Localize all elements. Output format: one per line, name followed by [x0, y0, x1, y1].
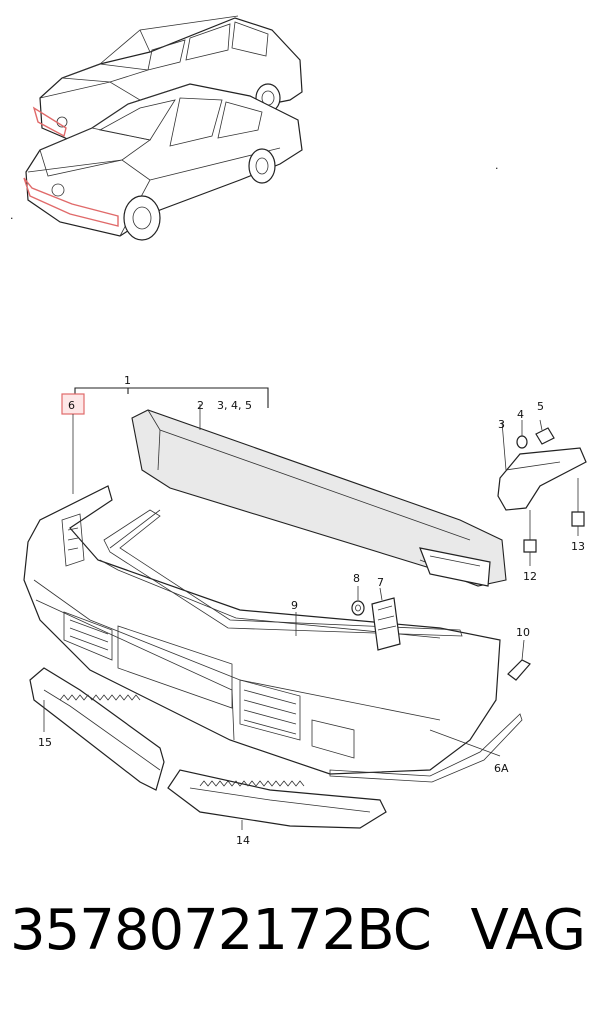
callout-15: 15	[38, 736, 52, 749]
screw-12: 12	[523, 510, 537, 583]
callout-9: 9	[291, 599, 298, 612]
guide-7: 7	[371, 576, 401, 651]
callout-bracket-1: 1 2 3, 4, 5	[74, 374, 269, 412]
callout-13: 13	[571, 540, 585, 553]
spoiler-14: 14	[167, 769, 387, 847]
callout-10: 10	[516, 626, 530, 639]
clip-10: 10	[507, 626, 531, 681]
callout-6-highlight: 6	[61, 393, 85, 494]
callout-8: 8	[353, 572, 360, 585]
callout-6: 6	[68, 399, 75, 412]
sedan-car	[23, 83, 303, 241]
screw-13: 13	[571, 478, 585, 553]
spoiler-15: 15	[29, 667, 165, 791]
bumper-bracket: 3	[497, 418, 587, 511]
seal-strip: 9	[103, 509, 463, 637]
brand-label: VAG	[470, 898, 586, 963]
callout-1: 1	[124, 374, 131, 387]
bumper-cover	[23, 485, 501, 775]
bumper-reinforcement	[131, 404, 507, 587]
svg-text:·: ·	[495, 162, 499, 175]
bolt-5: 5	[535, 400, 555, 445]
callout-2: 2	[197, 399, 204, 412]
callout-14: 14	[236, 834, 250, 847]
callout-6a: 6A	[494, 762, 509, 775]
washer-4: 4	[516, 408, 528, 449]
parts-diagram: · · 1 2 3, 4, 5 6 3 4 5	[10, 15, 587, 847]
callout-7: 7	[377, 576, 384, 589]
svg-text:·: ·	[10, 212, 14, 225]
callout-12: 12	[523, 570, 537, 583]
callout-4: 4	[517, 408, 524, 421]
part-number: 3578072172BC	[10, 898, 432, 963]
callout-3: 3	[498, 418, 505, 431]
vehicle-illustration: · ·	[10, 15, 499, 241]
callout-3-4-5: 3, 4, 5	[217, 399, 252, 412]
callout-5: 5	[537, 400, 544, 413]
washer-8: 8	[351, 572, 365, 616]
trim-strip-6a: 6A	[329, 713, 523, 783]
